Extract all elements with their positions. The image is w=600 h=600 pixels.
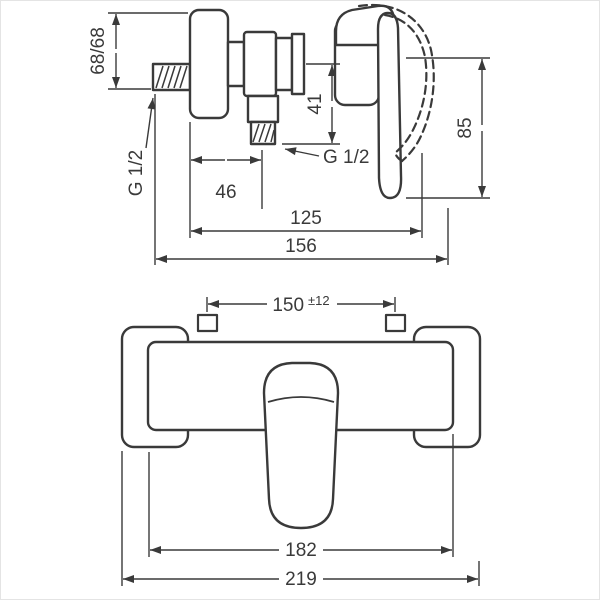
dim-width-body-label: 182 <box>285 540 317 561</box>
dim-centers-tolerance: ±12 <box>308 293 330 308</box>
inlet-thread <box>151 62 192 92</box>
outlet-thread-hatch <box>252 123 275 143</box>
dim-depth-overall: 156 <box>154 94 449 265</box>
wall-plate-side <box>188 8 230 120</box>
dim-offset: 68/68 <box>88 12 188 90</box>
outlet-thread-label: G 1/2 <box>323 147 369 168</box>
front-view: 150 ±12 182 219 <box>120 293 482 590</box>
body-ring <box>274 36 294 92</box>
handle-swing-dashed <box>357 3 435 163</box>
right-union <box>384 313 407 333</box>
side-view: 68/68 G 1/2 41 G 1/2 85 <box>88 3 490 265</box>
dim-depth-overall-label: 156 <box>285 236 317 257</box>
dim-centers-value: 150 <box>272 295 304 316</box>
dim-handle-label: 85 <box>455 117 476 138</box>
dim-width-overall-label: 219 <box>285 569 317 590</box>
handle-blade <box>376 11 403 200</box>
dim-depth-body-label: 125 <box>290 208 322 229</box>
dim-offset-label: 68/68 <box>88 27 109 75</box>
dim-width-body: 182 <box>148 434 454 561</box>
handle-cap-seam <box>267 396 335 403</box>
body-section <box>290 32 306 96</box>
body-neck <box>226 40 246 88</box>
dim-drop-label: 41 <box>305 93 326 114</box>
dim-wall-to-outlet: 46 <box>191 150 263 209</box>
dim-width-overall: 219 <box>121 451 480 590</box>
outlet <box>246 94 280 146</box>
left-union <box>196 313 219 333</box>
dim-wall-to-outlet-label: 46 <box>215 182 236 203</box>
dim-centers-label: 150 ±12 <box>272 293 329 316</box>
dim-inlet-thread: G 1/2 <box>126 97 156 196</box>
inlet-thread-hatch <box>155 65 188 89</box>
dim-handle: 85 <box>406 57 490 199</box>
dim-depth-body: 125 <box>189 122 423 238</box>
inlet-thread-label: G 1/2 <box>126 150 147 196</box>
dim-drop: 41 <box>282 63 340 145</box>
dim-centers: 150 ±12 <box>206 293 396 316</box>
union-nut <box>242 30 278 98</box>
dim-outlet-thread: G 1/2 <box>284 147 369 168</box>
handle-front <box>262 361 340 530</box>
